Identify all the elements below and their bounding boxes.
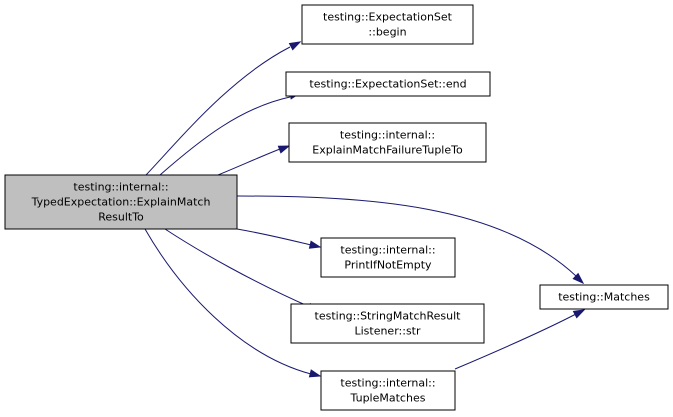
arrowhead — [308, 369, 322, 378]
node-label-line: PrintIfNotEmpty — [344, 259, 432, 272]
edge-root-to-explain — [217, 145, 291, 176]
edge-line — [145, 46, 291, 176]
node-label-line: testing::internal:: — [73, 181, 168, 194]
node-end[interactable]: testing::ExpectationSet::end — [285, 71, 491, 97]
arrowhead — [572, 272, 585, 285]
node-matches[interactable]: testing::Matches — [539, 284, 669, 310]
edge-root-to-tuple — [144, 228, 322, 378]
node-printif[interactable]: testing::internal::PrintIfNotEmpty — [320, 237, 456, 278]
edge-root-to-begin — [145, 41, 302, 176]
node-begin[interactable]: testing::ExpectationSet::begin — [301, 4, 474, 45]
node-label-line: testing::internal:: — [340, 129, 435, 142]
edge-line — [144, 228, 312, 375]
node-box[interactable] — [320, 237, 456, 278]
node-root[interactable]: testing::internal::TypedExpectation::Exp… — [4, 174, 238, 230]
node-label-line: testing::StringMatchResult — [315, 310, 462, 323]
edge-tuple-to-matches — [454, 309, 586, 370]
node-box[interactable] — [288, 122, 487, 163]
arrowhead — [308, 240, 322, 249]
node-label-line: testing::ExpectationSet — [323, 11, 453, 24]
arrowhead — [277, 145, 291, 154]
node-tuple[interactable]: testing::internal::TupleMatches — [320, 370, 456, 411]
edge-line — [217, 148, 281, 176]
node-label-line: ::begin — [368, 26, 406, 39]
node-label-line: testing::internal:: — [340, 244, 435, 257]
node-label-line: TupleMatches — [350, 392, 426, 405]
edge-root-to-end — [159, 91, 302, 176]
edge-line — [159, 96, 291, 176]
node-label-line: ExplainMatchFailureTupleTo — [312, 144, 463, 157]
node-box[interactable] — [539, 284, 669, 310]
node-box[interactable] — [285, 71, 491, 97]
node-label-line: testing::internal:: — [340, 377, 435, 390]
node-box[interactable] — [320, 370, 456, 411]
node-box[interactable] — [290, 303, 485, 344]
node-box[interactable] — [301, 4, 474, 45]
node-label-line: ResultTo — [98, 211, 144, 224]
arrowhead — [572, 309, 586, 319]
node-explain[interactable]: testing::internal::ExplainMatchFailureTu… — [288, 122, 487, 163]
edge-line — [236, 195, 577, 277]
edge-line — [454, 313, 577, 370]
node-label-line: TypedExpectation::ExplainMatch — [31, 196, 211, 209]
edge-line — [236, 228, 312, 246]
edge-root-to-printif — [236, 228, 322, 249]
arrowhead — [288, 41, 302, 51]
node-label-line: testing::ExpectationSet::end — [309, 78, 466, 91]
node-label-line: testing::Matches — [558, 291, 650, 304]
node-label-line: Listener::str — [354, 325, 421, 338]
call-graph-nodes: testing::internal::TypedExpectation::Exp… — [4, 4, 669, 411]
edge-root-to-matches — [236, 195, 585, 285]
node-box[interactable] — [4, 174, 238, 230]
edge-line — [164, 228, 311, 308]
